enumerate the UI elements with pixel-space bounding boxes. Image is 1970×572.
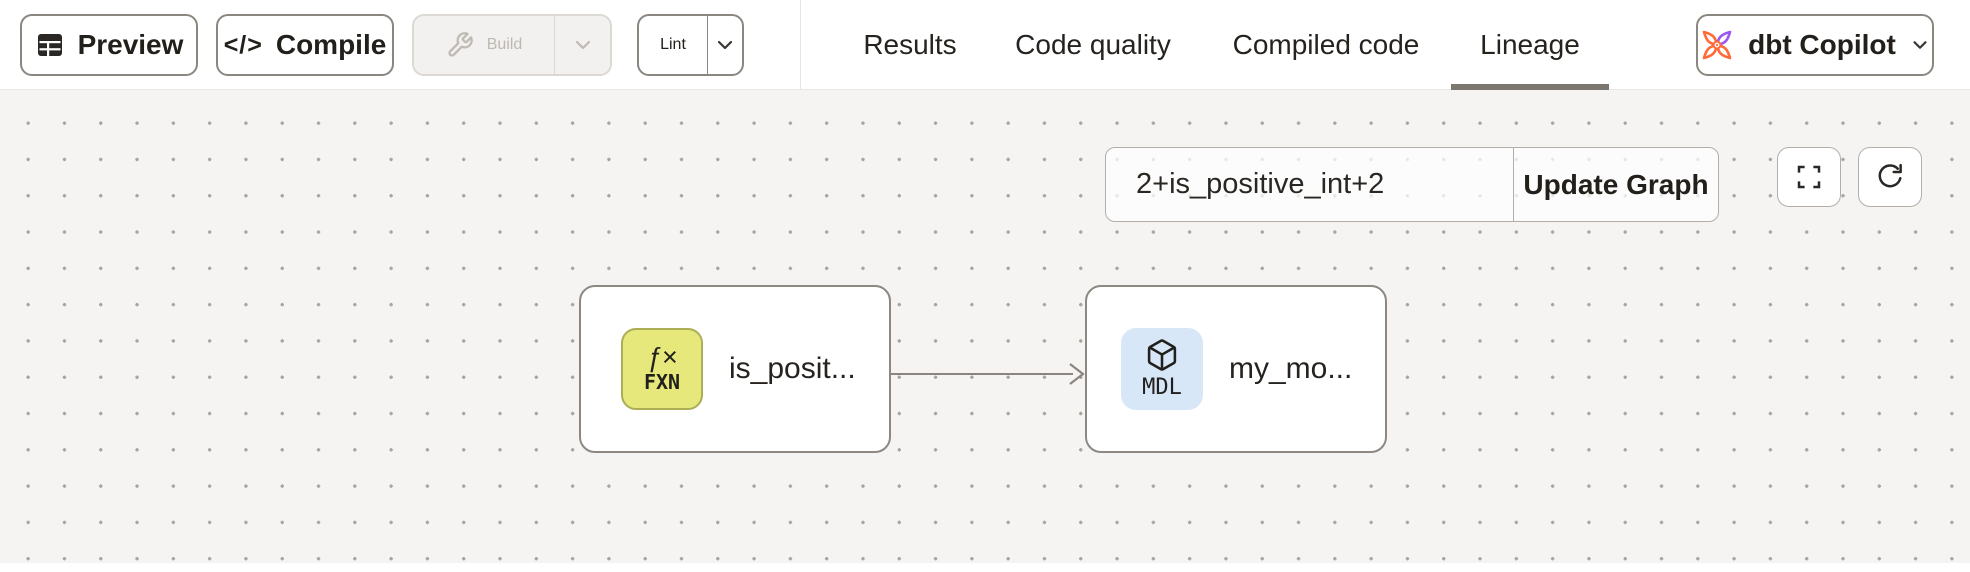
lineage-canvas[interactable]: Update Graph ƒ× FXN is_posit... MDL my_m… (0, 90, 1970, 572)
refresh-icon (1875, 162, 1905, 192)
lint-button-label: Lint (660, 36, 686, 53)
lineage-edge (891, 373, 1073, 375)
fx-icon: ƒ× (646, 342, 678, 372)
model-node-label: my_mo... (1229, 352, 1353, 385)
code-icon: </> (223, 30, 263, 59)
model-badge: MDL (1121, 328, 1203, 410)
dbt-copilot-button[interactable]: dbt Copilot (1696, 14, 1934, 76)
build-button[interactable]: Build (414, 16, 554, 74)
build-dropdown-button[interactable] (555, 16, 610, 74)
canvas-bottom-edge (0, 563, 1970, 572)
build-group-divider (554, 16, 555, 74)
chevron-down-icon (571, 33, 595, 57)
update-graph-button[interactable]: Update Graph (1514, 148, 1718, 221)
toolbar-tabs-divider (800, 0, 801, 89)
lint-dropdown-button[interactable] (708, 16, 742, 74)
selector-group-divider (1513, 148, 1514, 221)
fullscreen-button[interactable] (1777, 147, 1841, 207)
lint-button[interactable]: Lint (639, 16, 707, 74)
table-icon (35, 30, 65, 60)
build-button-group: Build (412, 14, 612, 76)
tab-results[interactable]: Results (863, 28, 957, 60)
preview-button-label: Preview (77, 29, 184, 60)
wrench-icon (446, 31, 474, 59)
lint-group-divider (707, 16, 708, 74)
cube-icon (1144, 337, 1180, 373)
lineage-selector-group: Update Graph (1105, 147, 1719, 222)
tab-compiled-code[interactable]: Compiled code (1232, 28, 1420, 60)
preview-button[interactable]: Preview (20, 14, 198, 76)
lineage-node-function[interactable]: ƒ× FXN is_posit... (579, 285, 891, 453)
compile-button[interactable]: </> Compile (216, 14, 394, 76)
lint-button-group: Lint (637, 14, 744, 76)
fullscreen-icon (1794, 162, 1824, 192)
lineage-node-model[interactable]: MDL my_mo... (1085, 285, 1387, 453)
chevron-down-icon (713, 33, 737, 57)
dbt-copilot-logo-icon (1699, 27, 1735, 63)
model-badge-type: MDL (1142, 375, 1182, 401)
function-node-label: is_posit... (729, 352, 856, 385)
chevron-down-icon (1909, 34, 1931, 56)
refresh-button[interactable] (1858, 147, 1922, 207)
function-badge: ƒ× FXN (621, 328, 703, 410)
lineage-selector-input[interactable] (1106, 148, 1513, 221)
tab-lineage[interactable]: Lineage (1480, 28, 1580, 60)
dbt-copilot-label: dbt Copilot (1748, 29, 1896, 60)
active-tab-underline (1451, 84, 1609, 90)
build-button-label: Build (486, 36, 523, 53)
edge-arrowhead-icon (1068, 361, 1085, 387)
editor-toolbar: Preview </> Compile Build Lint (0, 0, 1970, 90)
function-badge-type: FXN (643, 370, 681, 394)
tab-code-quality[interactable]: Code quality (1015, 28, 1171, 60)
compile-button-label: Compile (275, 29, 387, 60)
